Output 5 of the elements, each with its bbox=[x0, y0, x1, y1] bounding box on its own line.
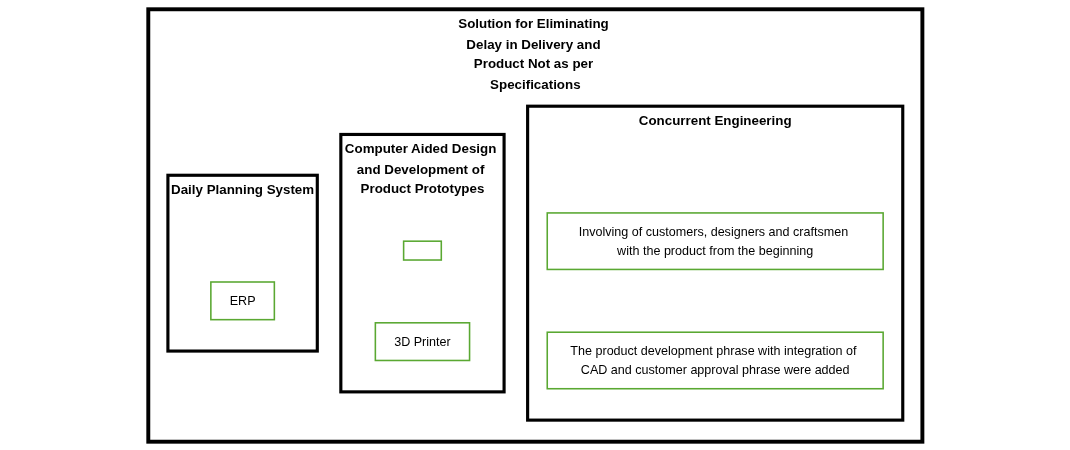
node-box: The product development phrase with integration of CAD and customer approval phrase were added bbox=[546, 330, 884, 389]
node-box bbox=[402, 239, 442, 261]
node-box: 3D Printer bbox=[374, 321, 470, 361]
node-box: Involving of customers, designers and craftsmen with the product from the beginning bbox=[546, 211, 884, 270]
node-box: ERP bbox=[209, 280, 275, 320]
